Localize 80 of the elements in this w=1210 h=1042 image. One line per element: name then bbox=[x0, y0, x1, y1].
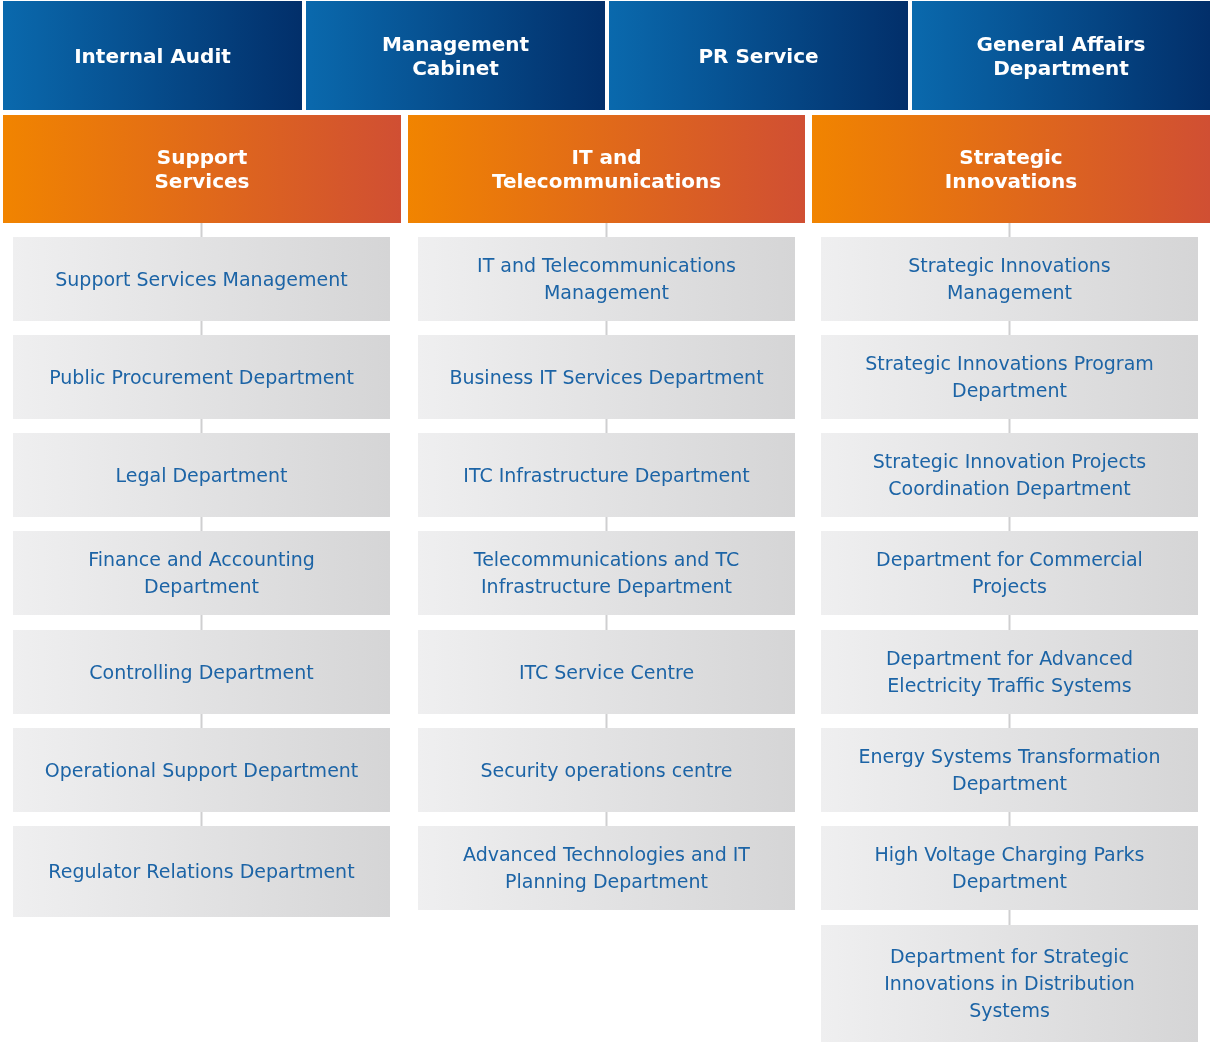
unit-box bbox=[912, 1, 1210, 110]
unit-box bbox=[306, 1, 605, 110]
connector-line bbox=[200, 811, 203, 827]
connector-line bbox=[1008, 320, 1011, 336]
unit-box bbox=[3, 1, 302, 110]
division-header bbox=[408, 115, 805, 223]
connector-line bbox=[1008, 811, 1011, 827]
department-name: Legal Department bbox=[115, 462, 288, 488]
connector-line bbox=[200, 614, 203, 631]
department-box bbox=[13, 335, 390, 419]
connector-line bbox=[605, 614, 608, 631]
department-name: Support Services Management bbox=[55, 266, 348, 292]
connector-line bbox=[200, 713, 203, 729]
department-name: Department for Advanced Electricity Traffic Systems bbox=[885, 646, 1134, 698]
department-box bbox=[13, 826, 390, 917]
department-box bbox=[13, 433, 390, 517]
connector-line bbox=[605, 713, 608, 729]
connector-line bbox=[605, 320, 608, 336]
department-name: IT and Telecommunications Management bbox=[476, 253, 737, 305]
division-header bbox=[812, 115, 1210, 223]
connector-line bbox=[1008, 516, 1011, 532]
connector-line bbox=[605, 811, 608, 827]
unit-name: General Affairs Department bbox=[975, 31, 1147, 80]
connector-line bbox=[1008, 713, 1011, 729]
department-box bbox=[13, 630, 390, 714]
department-name: Controlling Department bbox=[89, 659, 314, 685]
department-box bbox=[13, 728, 390, 812]
department-name: Public Procurement Department bbox=[49, 364, 354, 390]
department-box bbox=[418, 630, 795, 714]
department-box bbox=[821, 925, 1198, 1042]
department-name: Strategic Innovations Program Department bbox=[864, 351, 1155, 403]
department-box bbox=[821, 728, 1198, 812]
connector-line bbox=[200, 320, 203, 336]
unit-name: IT and Telecommunications bbox=[491, 145, 722, 193]
unit-name: Support Services bbox=[153, 145, 251, 193]
connector-line bbox=[605, 222, 608, 238]
department-box bbox=[418, 433, 795, 517]
connector-line bbox=[605, 516, 608, 532]
unit-name: Management Cabinet bbox=[380, 31, 531, 80]
department-box bbox=[821, 826, 1198, 910]
department-box bbox=[13, 237, 390, 321]
connector-line bbox=[1008, 222, 1011, 238]
department-name: Strategic Innovations Management bbox=[907, 253, 1112, 305]
connector-line bbox=[605, 418, 608, 434]
department-box bbox=[821, 433, 1198, 517]
department-name: Energy Systems Transformation Department bbox=[857, 744, 1162, 796]
unit-name: Strategic Innovations bbox=[943, 145, 1079, 193]
department-box bbox=[418, 728, 795, 812]
unit-box bbox=[609, 1, 908, 110]
connector-line bbox=[1008, 909, 1011, 926]
department-name: Department for Commercial Projects bbox=[875, 547, 1144, 599]
connector-line bbox=[1008, 418, 1011, 434]
unit-name: PR Service bbox=[698, 43, 819, 68]
department-box bbox=[418, 826, 795, 910]
department-box bbox=[418, 237, 795, 321]
department-name: Advanced Technologies and IT Planning Department bbox=[462, 842, 751, 894]
department-name: Business IT Services Department bbox=[449, 364, 764, 390]
department-box bbox=[821, 531, 1198, 615]
department-name: Department for Strategic Innovations in Distribution Systems bbox=[883, 944, 1136, 1023]
department-name: Regulator Relations Department bbox=[48, 859, 355, 884]
connector-line bbox=[1008, 614, 1011, 631]
department-box bbox=[418, 335, 795, 419]
department-name: Telecommunications and TC Infrastructure Department bbox=[472, 547, 741, 599]
department-box bbox=[13, 531, 390, 615]
connector-line bbox=[200, 222, 203, 238]
division-header bbox=[3, 115, 401, 223]
department-box bbox=[821, 237, 1198, 321]
department-name: ITC Service Centre bbox=[518, 659, 695, 685]
department-name: High Voltage Charging Parks Department bbox=[873, 842, 1146, 894]
department-name: Operational Support Department bbox=[44, 757, 359, 783]
connector-line bbox=[200, 516, 203, 532]
department-box bbox=[821, 335, 1198, 419]
department-name: Strategic Innovation Projects Coordination Department bbox=[871, 449, 1148, 501]
department-name: Security operations centre bbox=[480, 757, 733, 783]
unit-name: Internal Audit bbox=[74, 43, 231, 68]
department-box bbox=[821, 630, 1198, 714]
department-name: Finance and Accounting Department bbox=[87, 547, 316, 599]
connector-line bbox=[200, 418, 203, 434]
department-box bbox=[418, 531, 795, 615]
department-name: ITC Infrastructure Department bbox=[463, 462, 750, 488]
